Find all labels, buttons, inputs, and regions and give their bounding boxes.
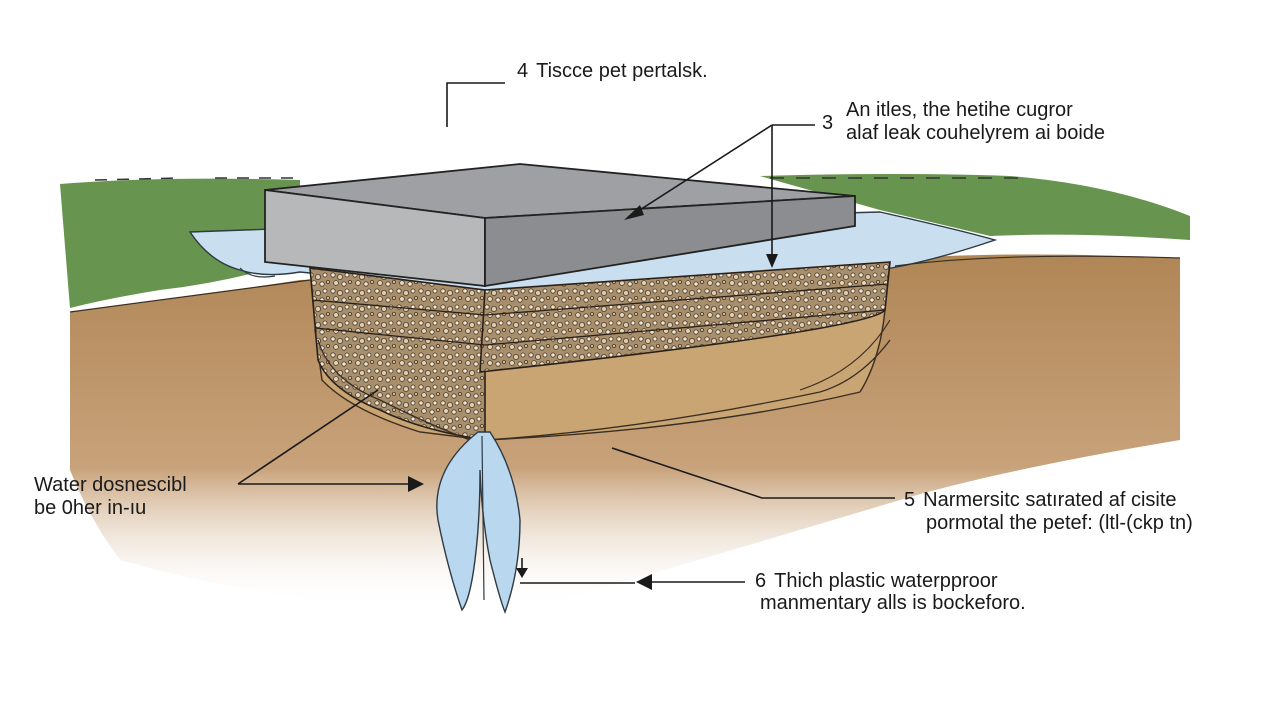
slab-side	[484, 195, 856, 288]
excavation-outline	[317, 339, 891, 441]
leader-water	[237, 389, 410, 485]
gravel-layer-side	[479, 261, 891, 373]
label-3-line-2: alaf leak couhelyrem ai boide	[846, 122, 1106, 144]
leader-3	[631, 124, 815, 262]
soil-surface-line-right	[894, 255, 1181, 267]
arrowhead-3b-icon	[766, 254, 778, 268]
label-4: 4 Tiscce pet pertalsk.	[517, 60, 708, 83]
soil-surface-line-left	[69, 279, 311, 313]
arrowhead-3a-icon	[624, 205, 644, 220]
label-6-number: 6	[755, 570, 767, 592]
label-5-number: 5	[904, 489, 916, 511]
arrowhead-6-icon	[636, 574, 652, 590]
label-5-line-1: Narmersitc satırated af cisite	[923, 489, 1177, 511]
leader-5	[611, 447, 895, 499]
label-water: Water dosnescibl be 0her in-ıu	[34, 474, 187, 520]
label-water-line-2: be 0her in-ıu	[34, 497, 147, 519]
arrowhead-6b-icon	[516, 568, 528, 578]
grass-right	[760, 174, 1190, 240]
soil-crack	[799, 319, 891, 391]
label-4-number: 4	[517, 60, 529, 82]
water-seep	[436, 431, 521, 614]
label-water-line-1: Water dosnescibl	[34, 474, 187, 496]
label-6-line-1: Thich plastic waterpproor	[774, 570, 998, 592]
leader-4	[446, 82, 505, 127]
label-3: An itles, the hetihe cugror alaf leak co…	[846, 99, 1105, 145]
water-seep-line	[481, 435, 485, 601]
label-5: 5 Narmersitc satırated af cisite pormotal…	[904, 489, 1193, 535]
arrowhead-water-icon	[408, 476, 424, 492]
ground-dash-left	[94, 177, 300, 181]
label-4-text: Tiscce pet pertalsk.	[536, 60, 708, 82]
label-5-line-2: pormotal the petef: (ltl-(ckp tn)	[926, 512, 1193, 534]
label-3-number: 3	[822, 112, 834, 134]
membrane-fold	[239, 267, 276, 278]
gravel-divider-front	[311, 299, 486, 346]
label-6-line-2: manmentary alls is bockeforo.	[760, 592, 1026, 614]
grass-left	[60, 178, 300, 308]
gravel-divider-side	[484, 283, 889, 346]
label-3-line-1: An itles, the hetihe cugror	[846, 99, 1073, 121]
label-6: 6 Thich plastic waterpproor	[755, 570, 998, 593]
